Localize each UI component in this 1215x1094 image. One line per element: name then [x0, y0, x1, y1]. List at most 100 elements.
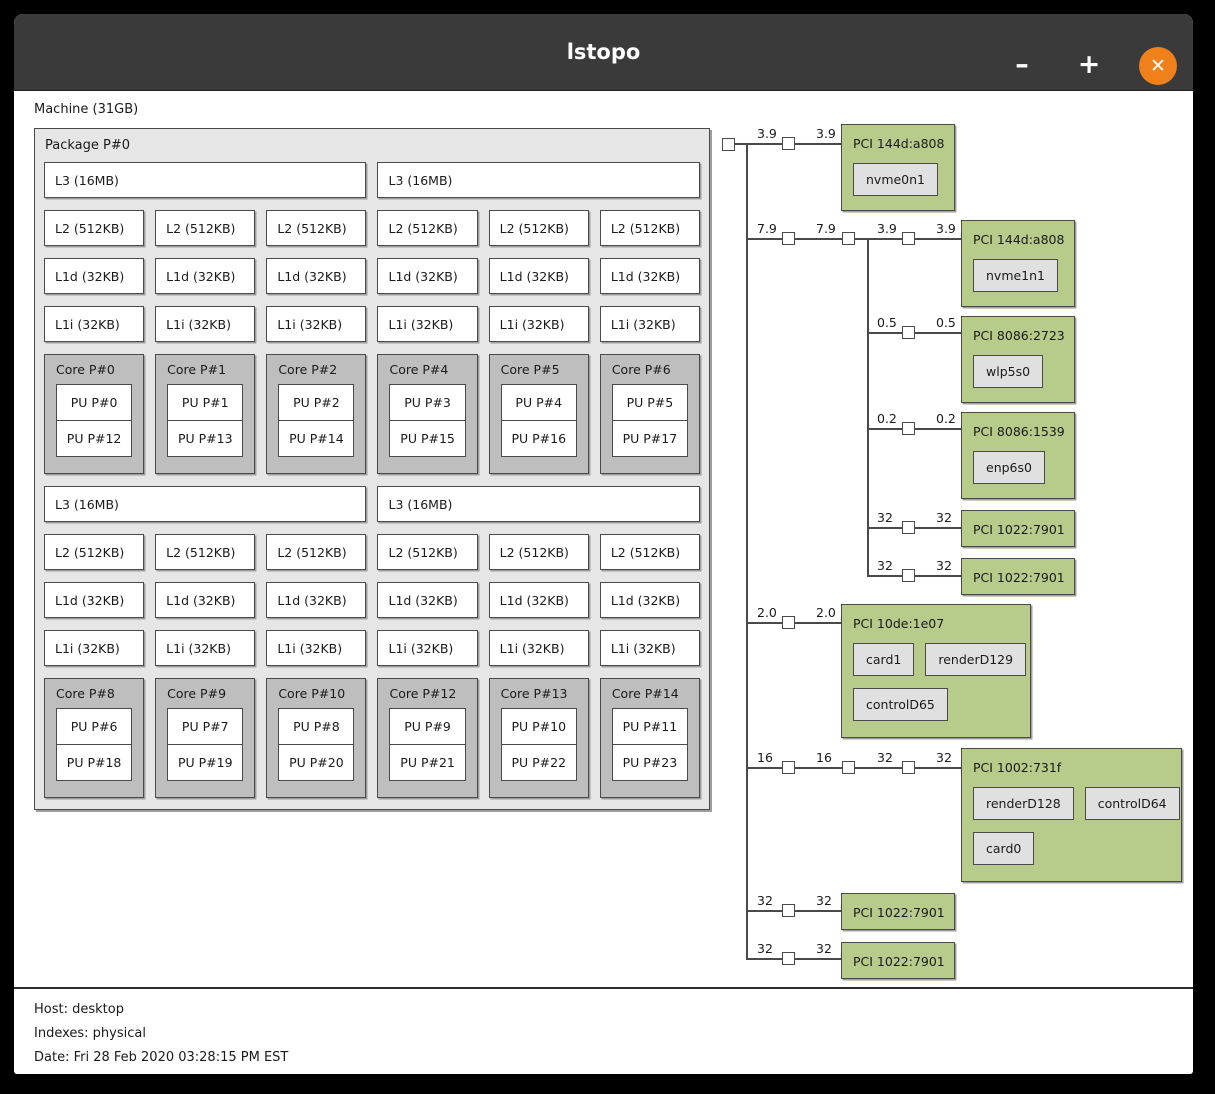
- pci-device-title: PCI 8086:1539: [973, 424, 1065, 439]
- core-label: Core P#1: [167, 362, 227, 377]
- hostbridge-connector-line: [734, 143, 747, 145]
- l1d-cache-box: L1d (32KB): [44, 258, 145, 294]
- core-label: Core P#6: [611, 362, 671, 377]
- pci-bridge-square: [782, 761, 795, 774]
- footer-indexes: Indexes: physical: [34, 1026, 146, 1041]
- pci-device-title: PCI 8086:2723: [973, 328, 1065, 343]
- l1d-cache-box: L1d (32KB): [377, 582, 478, 618]
- maximize-button[interactable]: +: [1063, 38, 1115, 90]
- l3-cache-box: L3 (16MB): [377, 486, 700, 522]
- pci-bridge-square: [902, 521, 915, 534]
- minimize-button[interactable]: –: [996, 38, 1048, 90]
- pci-device-title: PCI 144d:a808: [973, 232, 1065, 247]
- l1d-cache-box: L1d (32KB): [377, 258, 478, 294]
- l2-cache-box: L2 (512KB): [155, 534, 256, 570]
- pci-device-title: PCI 1002:731f: [973, 760, 1062, 775]
- pu-box: PU P#22: [500, 743, 577, 781]
- pu-box: PU P#23: [611, 743, 688, 781]
- pci-device-box: PCI 1022:7901: [961, 510, 1075, 547]
- core-label: Core P#4: [389, 362, 449, 377]
- pci-device-box: PCI 8086:2723 wlp5s0: [961, 316, 1075, 403]
- l1i-cache-box: L1i (32KB): [155, 630, 256, 666]
- titlebar[interactable]: lstopo – + ✕: [14, 14, 1193, 91]
- l1d-cache-box: L1d (32KB): [44, 582, 145, 618]
- pu-box: PU P#12: [56, 419, 133, 457]
- link-speed-label: 2.0: [757, 605, 777, 620]
- link-speed-label: 3.9: [757, 126, 777, 141]
- link-speed-label: 2.0: [816, 605, 836, 620]
- l1i-cache-box: L1i (32KB): [266, 306, 367, 342]
- pu-box: PU P#6: [56, 708, 133, 745]
- package-box: Package P#0 L3 (16MB)L3 (16MB)L2 (512KB)…: [34, 128, 710, 810]
- os-device-box: controlD65: [853, 688, 948, 721]
- l2-cache-box: L2 (512KB): [266, 534, 367, 570]
- l1i-cache-box: L1i (32KB): [599, 630, 700, 666]
- l2-cache-box: L2 (512KB): [44, 210, 145, 246]
- pu-box: PU P#7: [167, 708, 244, 745]
- device-row: controlD65: [853, 688, 1019, 721]
- maximize-icon: +: [1077, 48, 1101, 80]
- device-row: nvme0n1: [853, 163, 943, 196]
- pci-device-title: PCI 1022:7901: [853, 905, 945, 920]
- core-label: Core P#0: [56, 362, 115, 377]
- l1d-cache-box: L1d (32KB): [155, 582, 256, 618]
- l3-cache-box: L3 (16MB): [44, 486, 367, 522]
- link-speed-label: 3.9: [877, 221, 897, 236]
- pu-box: PU P#15: [389, 419, 466, 457]
- pci-bridge-square: [782, 137, 795, 150]
- pu-box: PU P#13: [167, 419, 244, 457]
- pci-bridge-square: [902, 569, 915, 582]
- pu-box: PU P#10: [500, 708, 577, 745]
- l2-cache-box: L2 (512KB): [155, 210, 256, 246]
- device-row: wlp5s0: [973, 355, 1063, 388]
- link-speed-label: 0.5: [936, 315, 956, 330]
- link-speed-label: 3.9: [816, 126, 836, 141]
- os-device-box: renderD129: [925, 643, 1027, 676]
- device-row: nvme1n1: [973, 259, 1063, 292]
- os-device-box: nvme1n1: [973, 259, 1059, 292]
- close-icon: ✕: [1150, 54, 1166, 77]
- pu-box: PU P#4: [500, 384, 577, 421]
- core-label: Core P#14: [611, 686, 679, 701]
- l1d-cache-box: L1d (32KB): [266, 258, 367, 294]
- pci-device-box: PCI 144d:a808 nvme1n1: [961, 220, 1075, 307]
- footer-date: Date: Fri 28 Feb 2020 03:28:15 PM EST: [34, 1050, 289, 1065]
- link-speed-label: 16: [816, 750, 832, 765]
- pci-subtrunk-line: [867, 239, 869, 577]
- os-device-box: card0: [973, 832, 1035, 865]
- l1i-cache-box: L1i (32KB): [599, 306, 700, 342]
- l2-cache-box: L2 (512KB): [266, 210, 367, 246]
- link-speed-label: 32: [877, 510, 893, 525]
- pu-box: PU P#20: [278, 743, 355, 781]
- pu-box: PU P#21: [389, 743, 466, 781]
- l1i-cache-box: L1i (32KB): [377, 306, 478, 342]
- close-button[interactable]: ✕: [1139, 47, 1177, 85]
- pci-trunk-line: [746, 144, 748, 960]
- hostbridge-square: [722, 138, 735, 151]
- core-label: Core P#12: [389, 686, 457, 701]
- l3-cache-box: L3 (16MB): [44, 162, 367, 198]
- pu-box: PU P#17: [611, 419, 688, 457]
- l1d-cache-box: L1d (32KB): [266, 582, 367, 618]
- device-row: card0: [973, 832, 1170, 865]
- l2-cache-box: L2 (512KB): [44, 534, 145, 570]
- pci-device-title: PCI 1022:7901: [973, 522, 1065, 537]
- core-label: Core P#13: [500, 686, 568, 701]
